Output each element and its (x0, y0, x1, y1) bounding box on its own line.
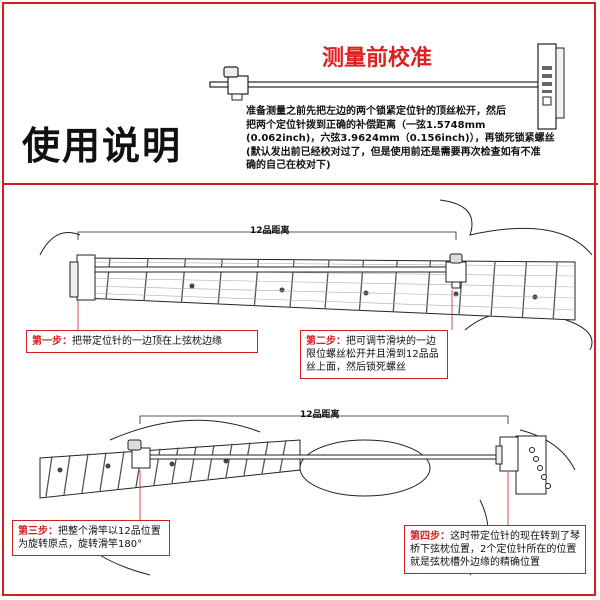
fret-line (63, 454, 71, 495)
ruler-tool-bottom (127, 436, 519, 472)
fret-line (189, 446, 197, 482)
step3-callout: 第三步：把整个滑竿以12品位置为旋转原点，旋转滑竿180° (12, 520, 170, 556)
fret-line (552, 261, 558, 320)
step1-label: 第一步： (32, 336, 72, 347)
fret-line (207, 444, 215, 480)
bridge-illustration (515, 435, 551, 495)
step2-label: 第二步： (306, 336, 346, 347)
strings-top (83, 261, 576, 311)
step2-callout: 第二步：把可调节滑块的一边限位螺丝松开并且滑到12品品丝上面，然后锁死螺丝 (300, 330, 448, 379)
fret-line (99, 452, 107, 491)
fret-line (81, 453, 89, 493)
step1-text: 把带定位针的一边顶在上弦枕边缘 (72, 336, 222, 347)
ruler-tool-top-illustration (209, 43, 565, 130)
fret-line (171, 447, 179, 484)
step1-callout: 第一步：把带定位针的一边顶在上弦枕边缘 (26, 330, 258, 353)
instruction-line: 把两个定位针拨到正确的补偿距离（一弦1.5748mm (246, 119, 486, 131)
fret-line (143, 258, 149, 301)
section-divider (2, 183, 598, 185)
step4-label: 第四步： (410, 531, 450, 542)
step3-text: 把整个滑竿以12品位置为旋转原点，旋转滑竿180° (18, 526, 161, 550)
step2-text: 把可调节滑块的一边限位螺丝松开并且滑到12品品丝上面，然后锁死螺丝 (306, 336, 439, 373)
fret-line (45, 456, 53, 497)
step3-label: 第三步： (18, 526, 58, 537)
calibration-instructions: 准备测量之前先把左边的两个锁紧定位针的顶丝松开，然后 把两个定位针拨到正确的补偿… (246, 105, 566, 173)
step4-callout: 第四步：这时带定位针的现在转到了琴桥下弦枕位置，2个定位针所在的位置就是弦枕槽外… (404, 525, 586, 574)
distance-bracket-top (77, 231, 457, 240)
distance-label-bottom: 12品距离 (300, 410, 340, 420)
fret-line (117, 451, 125, 490)
distance-bracket-bottom (139, 415, 509, 424)
instruction-line: (0.062inch)，六弦3.9624mm（0.156inch)），再锁死锁紧… (246, 133, 555, 144)
instruction-line: (默认发出前已经校对过了，但是使用前还是需要再次检查如有不准 (246, 146, 541, 158)
ruler-tool-middle (69, 253, 467, 301)
calibration-title: 测量前校准 (322, 46, 433, 71)
inlays-bottom (57, 458, 229, 473)
inlays-top (189, 283, 538, 300)
step4-text: 这时带定位针的现在转到了琴桥下弦枕位置，2个定位针所在的位置就是弦枕槽外边缘的精… (410, 531, 580, 568)
page-title: 使用说明 (22, 124, 183, 168)
instruction-line: 确的自己在校对下) (246, 160, 331, 171)
instruction-line: 准备测量之前先把左边的两个锁紧定位针的顶丝松开，然后 (246, 106, 506, 117)
fret-line (225, 443, 233, 478)
fret-line (180, 258, 187, 303)
distance-label-top: 12品距离 (250, 226, 290, 236)
